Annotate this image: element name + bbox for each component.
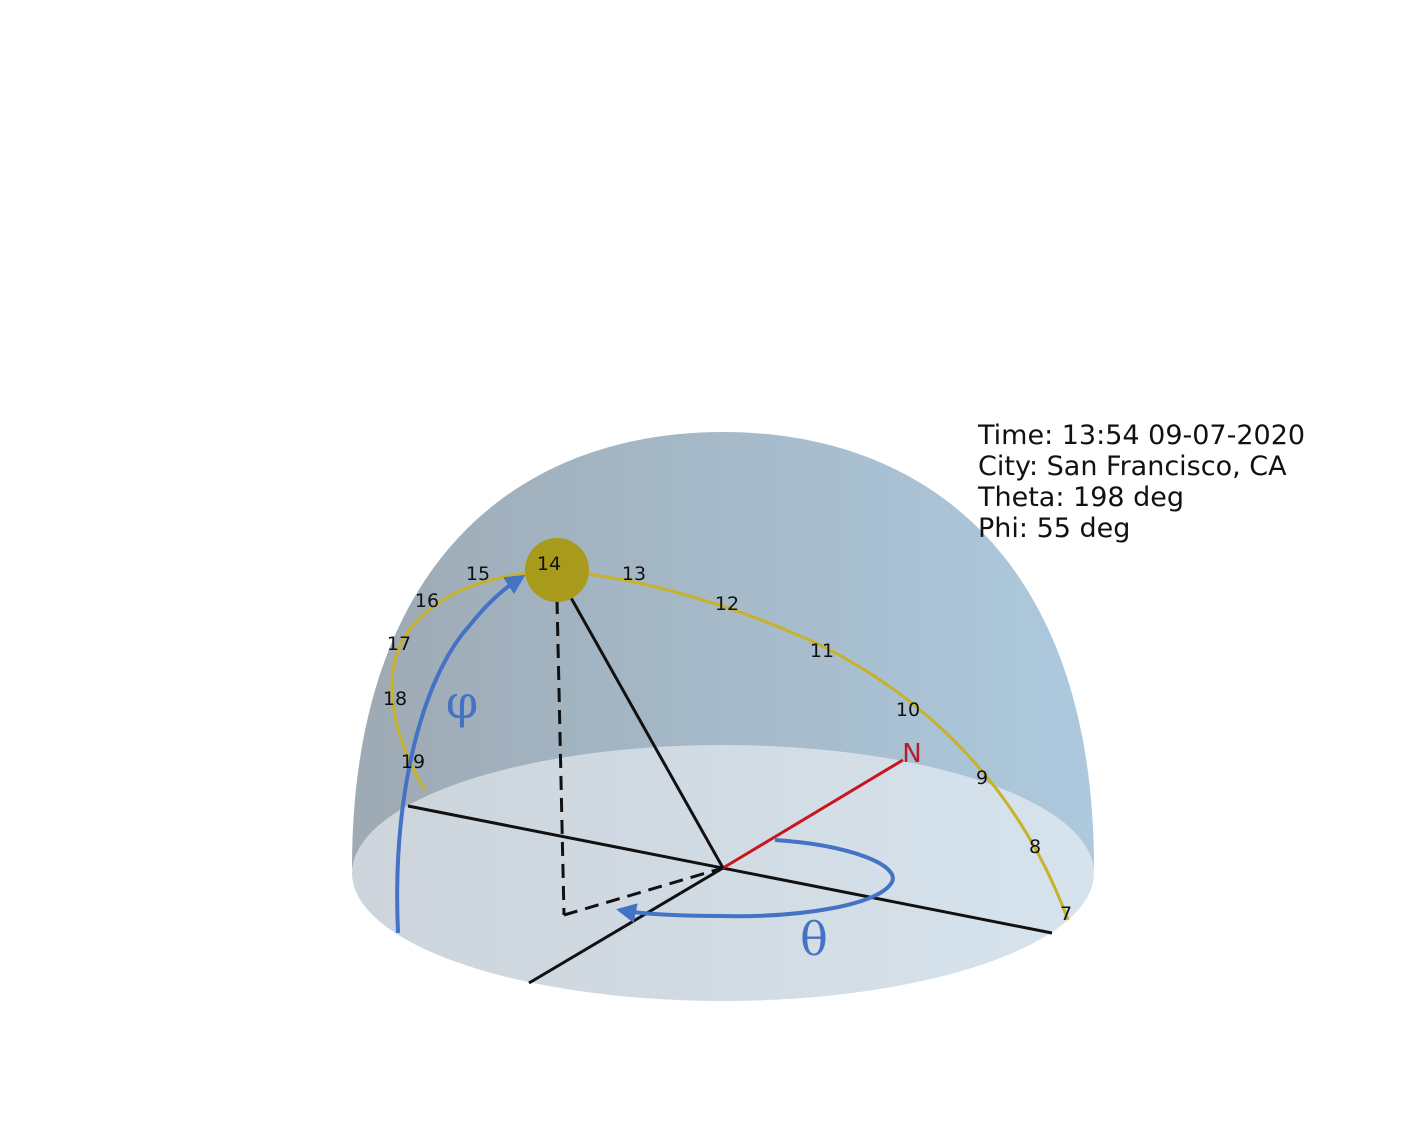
hour-label-11: 11 (810, 640, 834, 662)
sun-projection-ground (563, 866, 724, 917)
south-axis (528, 866, 724, 985)
hour-label-12: 12 (715, 593, 739, 615)
hour-label-15: 15 (466, 563, 490, 585)
east-west-axis (407, 804, 1053, 935)
sun-projection-vertical (555, 599, 566, 916)
ground-plane (352, 745, 1094, 1001)
city-text: City: San Francisco, CA (978, 451, 1287, 482)
hour-label-16: 16 (415, 590, 439, 612)
sky-dome (352, 432, 1094, 868)
hour-label-13: 13 (622, 563, 646, 585)
info-panel: Time: 13:54 09-07-2020 City: San Francis… (978, 420, 1305, 544)
hour-label-7: 7 (1060, 903, 1072, 925)
time-text: Time: 13:54 09-07-2020 (978, 420, 1306, 451)
north-label: N (902, 739, 921, 769)
phi-text: Phi: 55 deg (978, 513, 1131, 544)
hour-label-17: 17 (387, 633, 411, 655)
hour-label-18: 18 (383, 688, 407, 710)
sun-hour-label: 14 (537, 553, 561, 575)
sun-ray (568, 595, 725, 869)
hour-label-10: 10 (896, 699, 920, 721)
sun-marker (525, 538, 589, 602)
sun-path (390, 569, 1070, 921)
phi-arc (395, 574, 526, 934)
theta-text: Theta: 198 deg (978, 482, 1185, 513)
hour-label-19: 19 (401, 751, 425, 773)
theta-arc (616, 838, 895, 923)
hour-label-8: 8 (1029, 836, 1041, 858)
theta-symbol: θ (800, 912, 828, 966)
north-axis (722, 758, 904, 870)
hour-label-9: 9 (976, 767, 988, 789)
phi-symbol: φ (446, 675, 478, 729)
